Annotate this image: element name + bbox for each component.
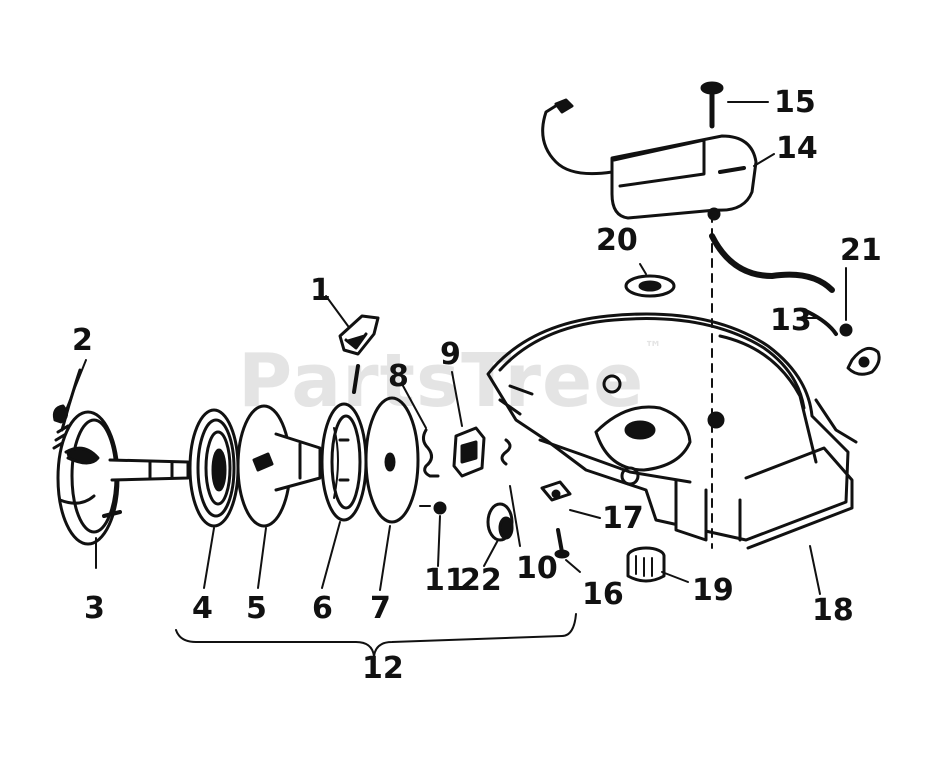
part-11-screw [419,501,447,515]
part-7-retainer-disc [364,396,420,524]
callout-21: 21 [840,233,882,268]
callout-19: 19 [692,573,734,608]
part-14-fuel-filter [541,98,758,221]
part-17-clip [540,480,572,502]
part-13-hose [709,233,838,336]
callout-22: 22 [460,563,502,598]
callout-14: 14 [776,131,818,166]
callout-12: 12 [362,651,404,686]
part-10-small-spring [500,438,512,466]
leader-lines [65,101,847,657]
callout-5: 5 [246,591,267,626]
part-20-grommet [624,274,676,298]
callout-7: 7 [370,591,391,626]
part-8-spring-clip [421,428,440,478]
callout-17: 17 [602,501,644,536]
part-22-bushing [486,502,514,542]
part-1-pawl [338,314,380,394]
part-3-starter-housing [56,410,190,546]
callout-11: 11 [424,563,466,598]
callout-15: 15 [774,85,816,120]
watermark: PartsTree™ [238,338,663,424]
part-18-housing [486,312,858,550]
part-19-bearing-sleeve [626,546,666,583]
callout-1: 1 [310,273,331,308]
callout-2: 2 [72,323,93,358]
callout-9: 9 [440,337,461,372]
watermark-text: PartsTree [238,338,645,424]
callout-20: 20 [596,223,638,258]
part-9-pawl-block [452,426,486,478]
callout-4: 4 [192,591,213,626]
part-4-recoil-spring [188,408,240,528]
callout-13: 13 [770,303,812,338]
part-16-screw [554,528,570,559]
watermark-trademark: ™ [644,338,664,359]
part-15-screw [700,81,724,129]
part-6-pawl-plate [320,402,368,522]
part-21-clamp-cap [839,323,881,376]
callout-10: 10 [516,551,558,586]
callout-16: 16 [582,577,624,612]
callout-6: 6 [312,591,333,626]
part-5-pulley [236,404,322,528]
callout-18: 18 [812,593,854,628]
callout-3: 3 [84,591,105,626]
callout-8: 8 [388,359,409,394]
